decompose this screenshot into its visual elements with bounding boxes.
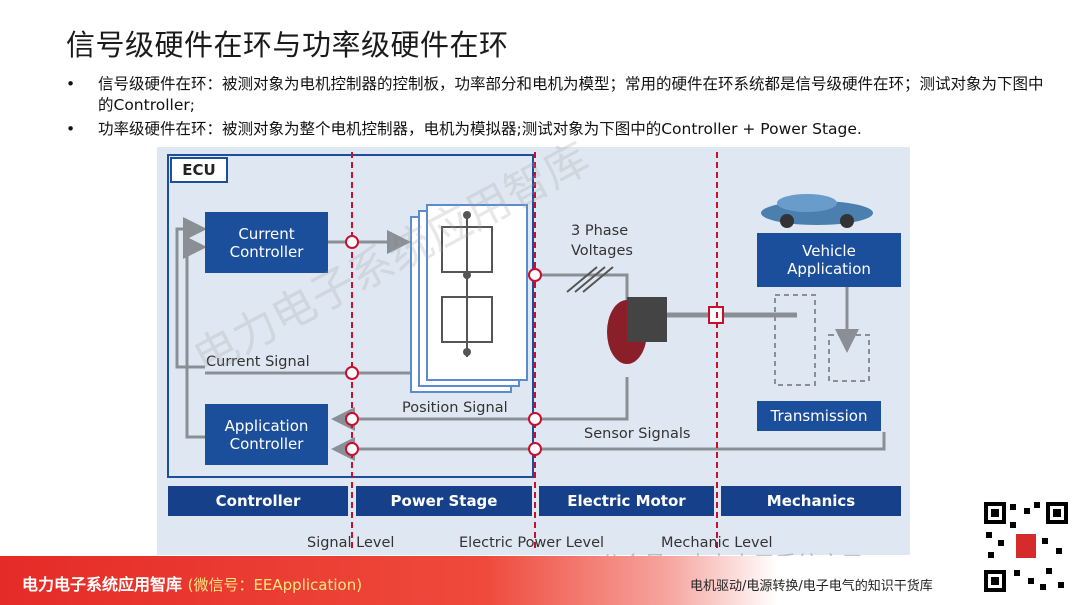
bar-controller: Controller bbox=[168, 486, 348, 516]
footer-bar: 电力电子系统应用智库 (微信号：EEApplication) bbox=[0, 556, 1080, 605]
feedback-line bbox=[183, 235, 207, 439]
level-label: Signal Level bbox=[307, 535, 395, 551]
bullet-dot: • bbox=[66, 75, 76, 93]
bar-electric-motor: Electric Motor bbox=[539, 486, 714, 516]
bar-power-stage: Power Stage bbox=[356, 486, 532, 516]
position-signal-line bbox=[331, 377, 629, 431]
application-controller-block: Application Controller bbox=[205, 404, 328, 465]
transmission-gear bbox=[774, 294, 816, 386]
hil-diagram: ECU Current Controller Application Contr… bbox=[157, 147, 910, 555]
ecu-label: ECU bbox=[170, 157, 228, 183]
diagram-lines bbox=[167, 152, 886, 552]
position-signal-label: Position Signal bbox=[402, 400, 508, 416]
bullet-item: • 信号级硬件在环：被测对象为电机控制器的控制板，功率部分和电机为模型；常用的硬… bbox=[62, 74, 1052, 116]
bullet-text: 信号级硬件在环：被测对象为电机控制器的控制板，功率部分和电机为模型；常用的硬件在… bbox=[98, 75, 1044, 114]
feedback-line bbox=[175, 217, 207, 369]
current-signal-label: Current Signal bbox=[206, 354, 310, 370]
sensor-signal-line bbox=[331, 432, 886, 461]
sensor-signals-label: Sensor Signals bbox=[584, 426, 691, 442]
level-label: Mechanic Level bbox=[661, 535, 773, 551]
footer-brand-text: 电力电子系统应用智库 bbox=[22, 575, 183, 594]
bullet-dot: • bbox=[66, 120, 76, 138]
qr-code-icon bbox=[980, 498, 1072, 596]
transmission-block: Transmission bbox=[757, 401, 881, 431]
current-controller-block: Current Controller bbox=[205, 212, 328, 273]
ecu-frame bbox=[167, 154, 534, 478]
power-stage-board bbox=[426, 204, 528, 381]
footer-wechat-id: (微信号：EEApplication) bbox=[187, 576, 363, 594]
vehicle-application-block: Vehicle Application bbox=[757, 233, 901, 287]
page-title: 信号级硬件在环与功率级硬件在环 bbox=[66, 28, 509, 62]
footer-tagline: 电机驱动/电源转换/电子电气的知识干货库 bbox=[690, 579, 933, 594]
bullet-item: • 功率级硬件在环：被测对象为整个电机控制器，电机为模拟器;测试对象为下图中的C… bbox=[62, 119, 1052, 140]
bullet-text: 功率级硬件在环：被测对象为整个电机控制器，电机为模拟器;测试对象为下图中的Con… bbox=[98, 120, 862, 138]
bar-mechanics: Mechanics bbox=[721, 486, 901, 516]
footer-brand: 电力电子系统应用智库 (微信号：EEApplication) bbox=[22, 571, 362, 595]
level-label: Electric Power Level bbox=[459, 535, 605, 551]
bullet-list: • 信号级硬件在环：被测对象为电机控制器的控制板，功率部分和电机为模型；常用的硬… bbox=[62, 74, 1052, 143]
three-phase-label: 3 Phase Voltages bbox=[571, 223, 633, 259]
